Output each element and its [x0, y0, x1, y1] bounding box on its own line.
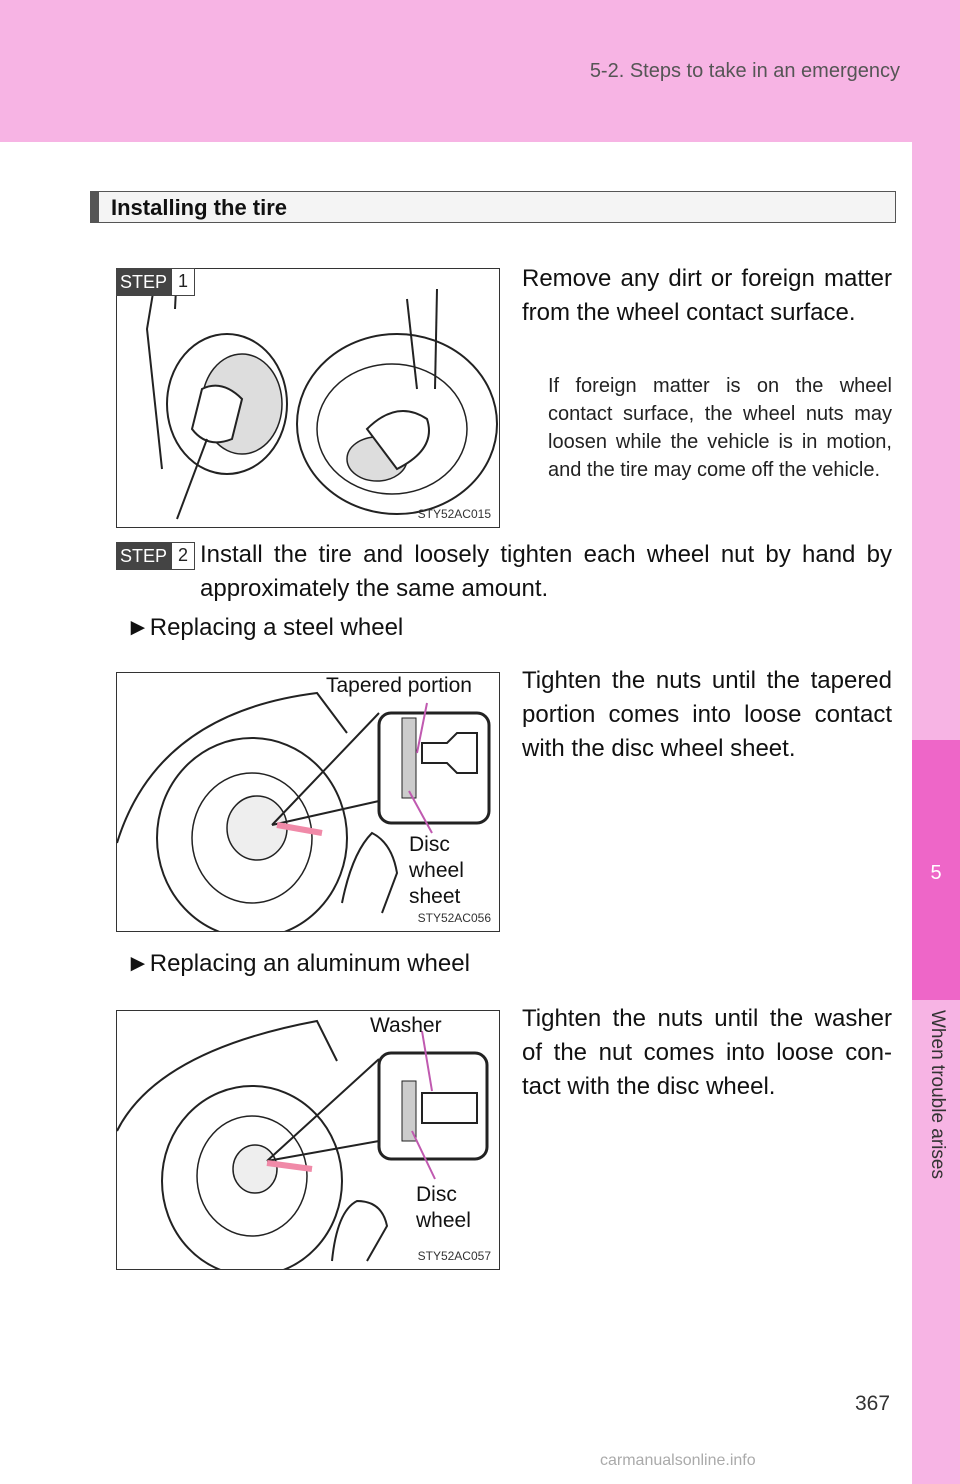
callout-disc-wheel: Disc wheel: [416, 1183, 471, 1232]
callout-disc-wheel-sheet: Disc wheel sheet: [409, 833, 464, 908]
chapter-title: When trouble arises: [912, 1010, 960, 1240]
illustration-aluminum-wheel: [117, 1019, 489, 1269]
aluminum-wheel-bullet: ►Replacing an aluminum wheel: [126, 950, 470, 977]
steel-wheel-text: Tighten the nuts until the tapered porti…: [522, 667, 892, 762]
step-1-note: If foreign matter is on the wheel contac…: [548, 375, 892, 481]
step-badge-word: STEP: [116, 542, 172, 570]
illustration-steel-wheel: [117, 691, 491, 931]
callout-washer: Washer: [370, 1014, 442, 1037]
figure-code: STY52AC057: [417, 1249, 491, 1263]
page-header: [0, 0, 960, 142]
chapter-title-text: When trouble arises: [927, 1010, 948, 1179]
callout-tapered-portion: Tapered portion: [326, 674, 472, 697]
figure-wipe-contact-surface: STY52AC015: [116, 268, 500, 528]
chapter-tab-highlight: [912, 740, 960, 1000]
step-badge-word: STEP: [116, 268, 172, 296]
illustration-wiping-wheel: [145, 269, 498, 520]
section-title: Installing the tire: [111, 195, 288, 220]
footer-watermark: carmanualsonline.info: [600, 1452, 756, 1469]
breadcrumb: 5-2. Steps to take in an emergency: [589, 60, 900, 82]
figure-aluminum-wheel: STY52AC057: [116, 1010, 500, 1270]
aluminum-wheel-text: Tighten the nuts until the washer of the…: [522, 1005, 892, 1100]
step-badge-number: 1: [171, 268, 196, 296]
step-badge-number: 2: [171, 542, 196, 570]
figure-code: STY52AC015: [417, 507, 491, 521]
section-heading: Installing the tire: [90, 191, 896, 223]
steel-wheel-bullet: ►Replacing a steel wheel: [126, 614, 404, 641]
chapter-number: 5: [930, 862, 942, 884]
step-2-text: Install the tire and loosely tighten eac…: [200, 541, 892, 602]
figure-code: STY52AC056: [417, 911, 491, 925]
page-number: 367: [855, 1392, 891, 1415]
figure-steel-wheel: STY52AC056: [116, 672, 500, 932]
step-1-text: Remove any dirt or foreign mat­ter from …: [522, 265, 892, 326]
